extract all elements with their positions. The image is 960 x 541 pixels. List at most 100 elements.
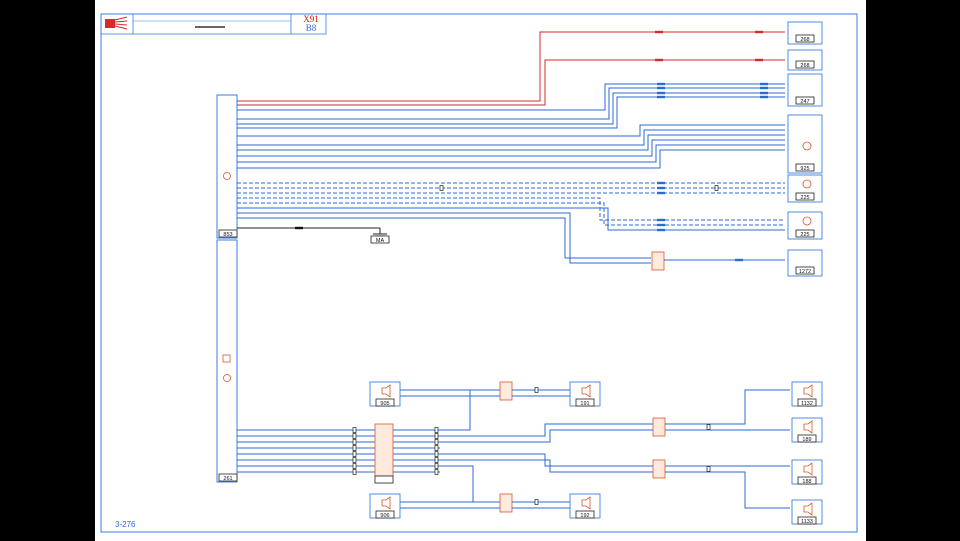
label-box (795, 96, 815, 105)
label-box (795, 60, 815, 69)
splice-icon (439, 185, 444, 191)
wire (237, 212, 651, 264)
speaker-icon (803, 384, 813, 398)
wire-tag (655, 30, 663, 34)
label-box (797, 476, 817, 485)
device-label: 247 (800, 99, 809, 105)
splice-icon (434, 463, 439, 469)
wire-tag (657, 228, 665, 232)
sheet-frame (100, 13, 858, 533)
splice-icon (434, 451, 439, 457)
device-symbol-icon (802, 216, 812, 226)
speaker-icon (381, 384, 391, 398)
splice-icon (434, 427, 439, 433)
wire-tag (657, 218, 665, 222)
label-box (375, 398, 395, 407)
wire (237, 197, 785, 221)
device-connector (787, 249, 823, 277)
splice-icon (434, 439, 439, 445)
wire (237, 139, 785, 157)
ground-icon (373, 228, 387, 239)
wire-tag (760, 91, 768, 95)
title-block (100, 13, 327, 35)
wire-tag (760, 86, 768, 90)
wire (237, 83, 785, 111)
label-box (797, 434, 817, 443)
label-box (374, 475, 394, 484)
ground-label: MA (376, 238, 385, 244)
label-box (795, 192, 815, 201)
splice-icon (534, 387, 539, 393)
module-symbol-icon (223, 172, 231, 180)
splice-icon (352, 445, 357, 451)
inline-connector (652, 459, 666, 479)
wire (237, 134, 785, 151)
wire (440, 465, 474, 502)
wire (440, 429, 653, 443)
device-symbol-icon (802, 179, 812, 189)
wire (440, 390, 471, 431)
wire-tag (657, 186, 665, 190)
label-box (218, 229, 238, 238)
main-module-lower-label: 261 (223, 476, 232, 482)
splice-icon (352, 451, 357, 457)
speaker-icon (581, 384, 591, 398)
module-symbol-icon (223, 374, 231, 382)
label-box (375, 510, 395, 519)
label-box (575, 398, 595, 407)
speaker-icon (381, 496, 391, 510)
wire (237, 31, 785, 102)
speaker-icon (803, 462, 813, 476)
speaker-label: 1133 (801, 519, 813, 525)
main-module-upper-label: 853 (223, 232, 232, 238)
splice-icon (352, 439, 357, 445)
wire (237, 217, 651, 259)
main-module-upper (216, 94, 238, 239)
splice-icon (352, 457, 357, 463)
device-label: 1272 (799, 269, 811, 275)
wire-tag (655, 58, 663, 62)
wire-tag (657, 95, 665, 99)
cross-reference: X91 B8 (293, 15, 329, 33)
harness-logo-icon (105, 16, 128, 30)
label-box (795, 229, 815, 238)
wire-tag (657, 86, 665, 90)
wire (440, 459, 653, 473)
wire (440, 423, 653, 437)
splice-icon (352, 433, 357, 439)
splice-icon (434, 457, 439, 463)
label-box (218, 473, 238, 482)
splice-icon (434, 469, 439, 475)
wire-tag (657, 181, 665, 185)
inline-connector (499, 381, 513, 401)
speaker-icon (581, 496, 591, 510)
label-box (795, 266, 815, 275)
speaker-icon (803, 420, 813, 434)
speaker-label: 188 (802, 479, 811, 485)
device-symbol-icon (802, 141, 812, 151)
wire-tag (755, 58, 763, 62)
device-label: 268 (800, 63, 809, 69)
label-box (797, 398, 817, 407)
wire-tag (657, 91, 665, 95)
splice-icon (434, 433, 439, 439)
wire (237, 144, 785, 163)
wire-tag (760, 95, 768, 99)
wire (237, 149, 785, 169)
splice-icon (352, 463, 357, 469)
device-label: 925 (800, 166, 809, 172)
wire-tag (657, 191, 665, 195)
splice-icon (434, 445, 439, 451)
wire-tag (657, 223, 665, 227)
wire (237, 124, 785, 137)
wire (237, 87, 785, 120)
wire-tag (657, 82, 665, 86)
splice-icon (352, 427, 357, 433)
speaker-icon (803, 502, 813, 516)
wire (237, 202, 785, 226)
splice-connector (651, 251, 665, 271)
